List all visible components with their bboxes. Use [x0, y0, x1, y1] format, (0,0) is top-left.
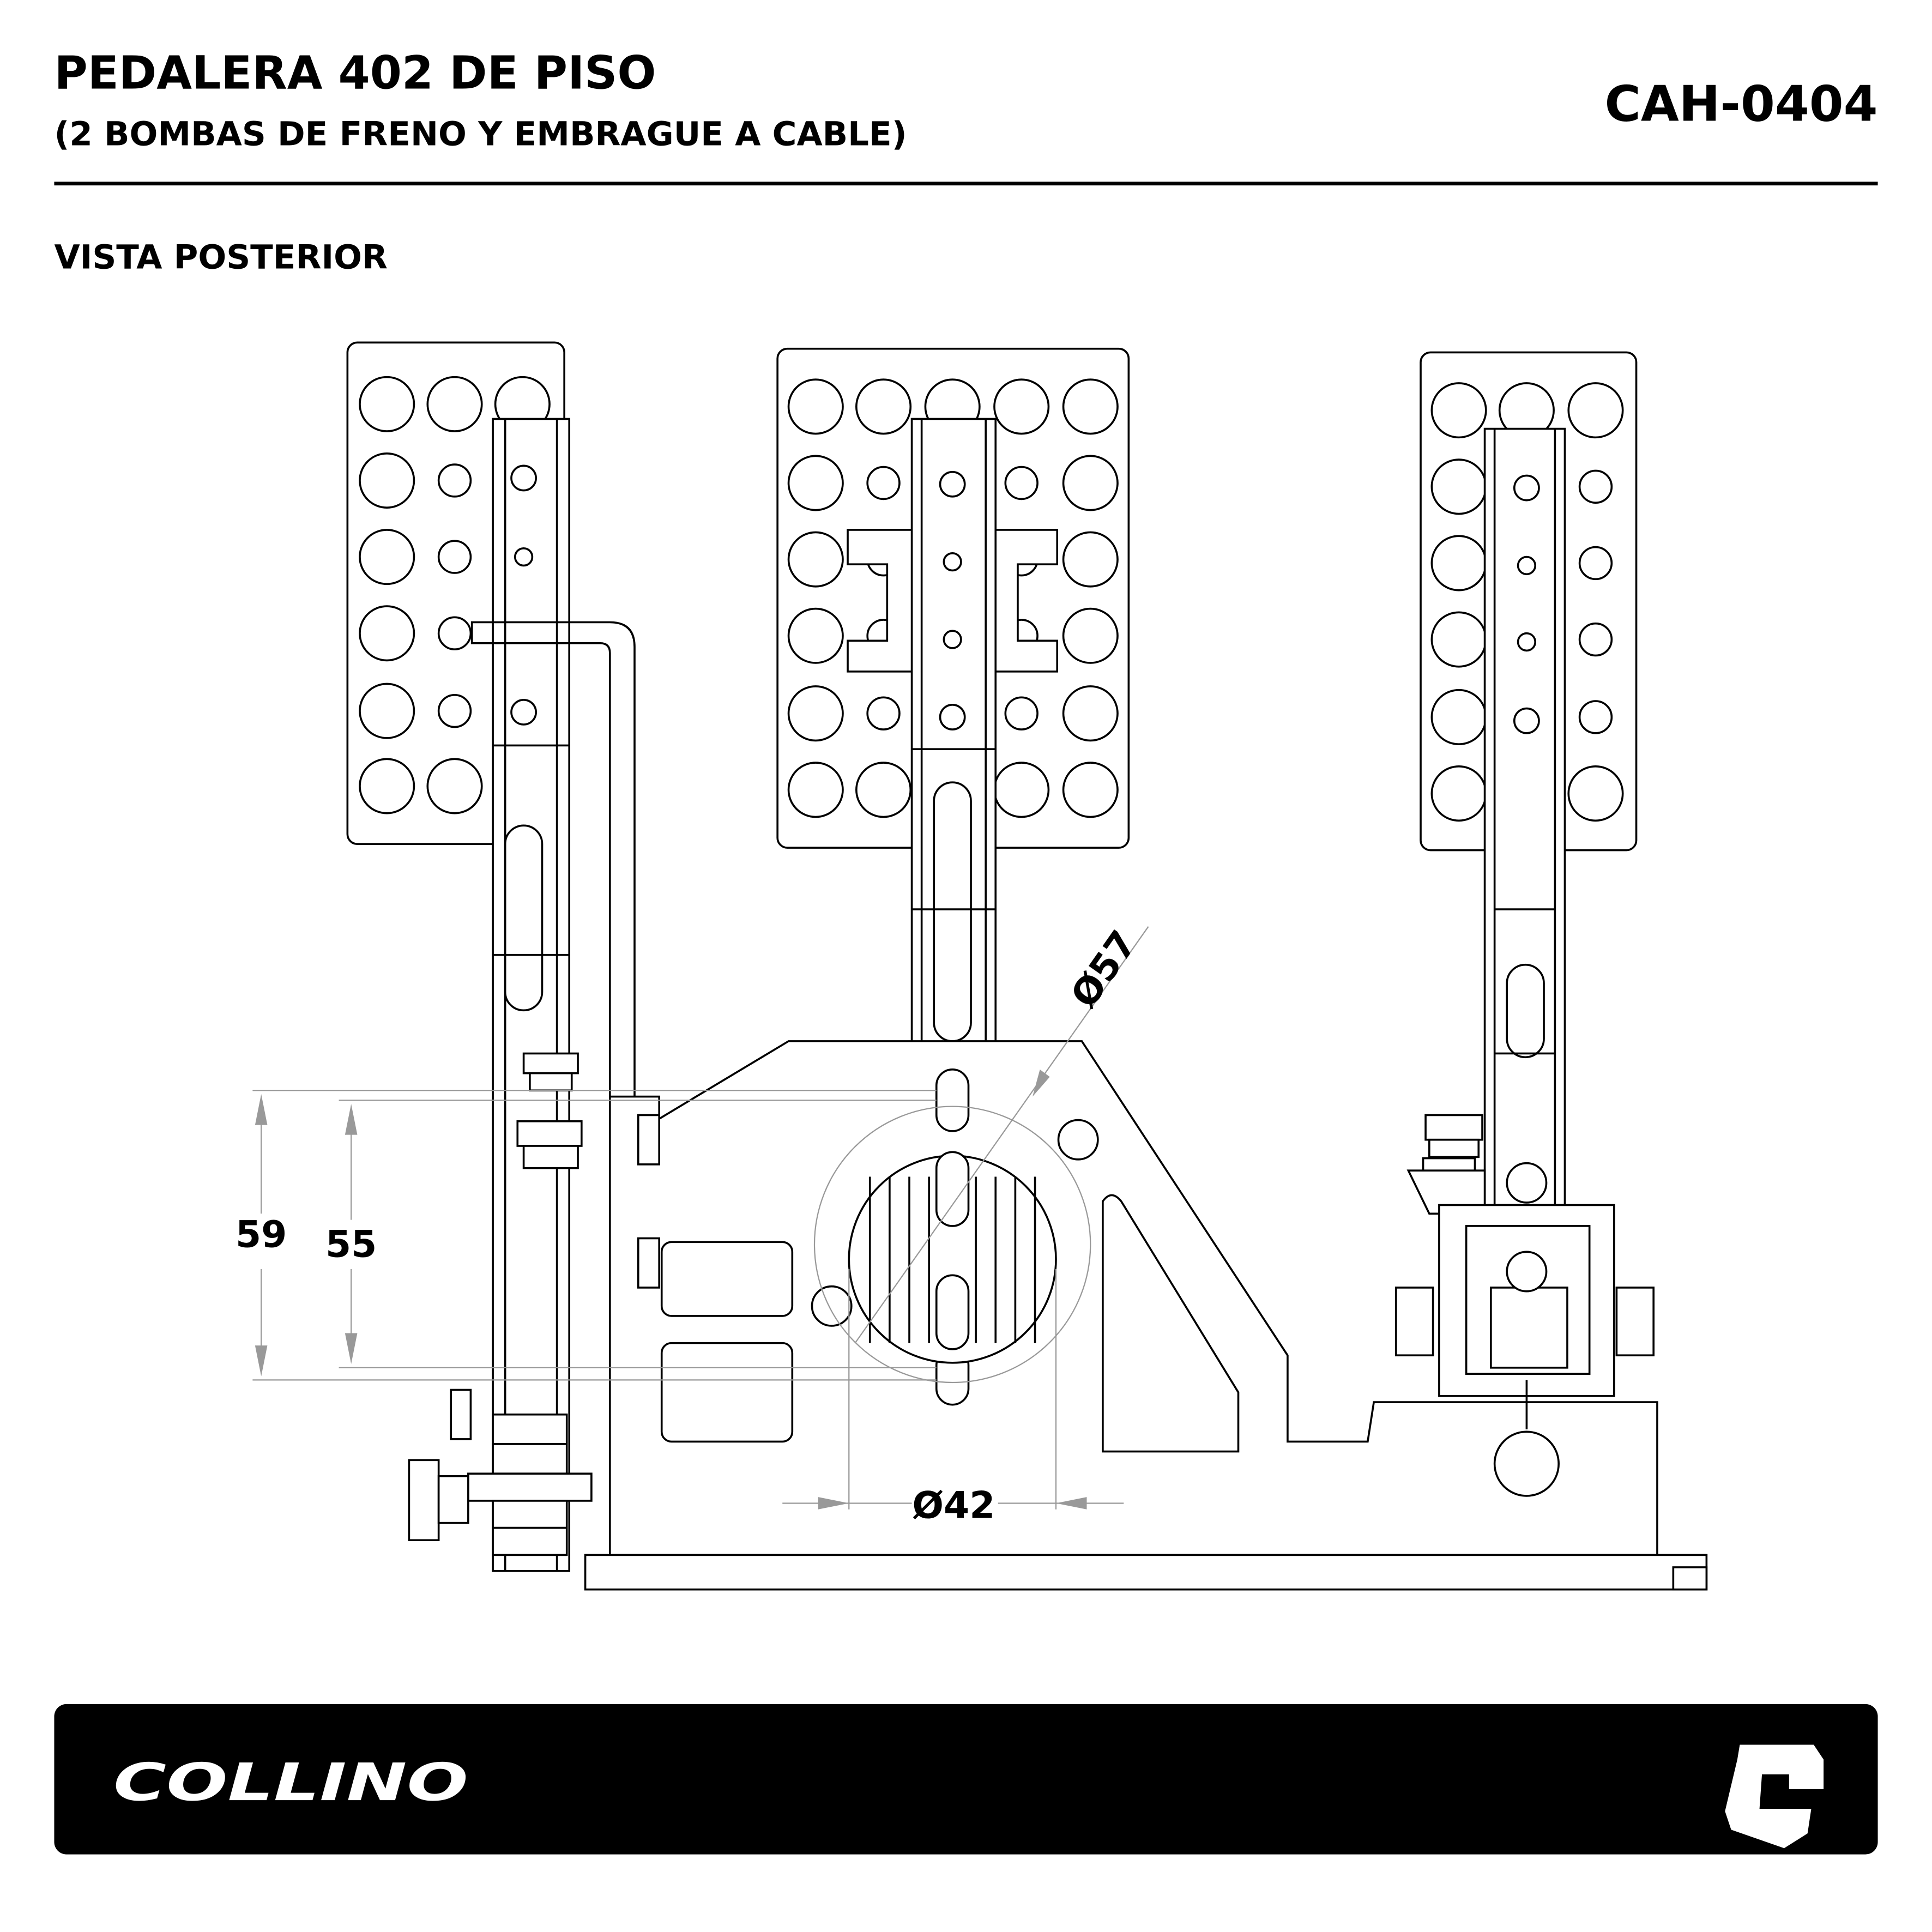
pad-hole — [1567, 382, 1624, 439]
pad-hole — [855, 378, 912, 435]
pad-hole — [866, 466, 901, 500]
dim-height-59: 59 — [236, 1212, 287, 1255]
pad-hole — [787, 762, 844, 818]
pad-hole — [359, 758, 415, 814]
page-title: PEDALERA 402 DE PISO — [54, 46, 656, 100]
pad-hole — [437, 463, 472, 498]
base-tab — [1672, 1566, 1708, 1591]
pad-hole — [866, 696, 901, 730]
pad-hole — [1578, 469, 1613, 504]
pad-hole — [993, 762, 1050, 818]
pad-hole — [359, 605, 415, 662]
throttle-pivot-hardware — [1395, 1114, 1655, 1497]
pad-hole — [1004, 466, 1039, 500]
pad-hole — [1062, 607, 1119, 664]
dimension-lines — [252, 926, 1149, 1510]
pad-hole — [1430, 458, 1487, 515]
clutch-pedal-arm — [470, 418, 636, 1572]
pad-hole — [787, 455, 844, 511]
dim-height-55: 55 — [325, 1222, 377, 1265]
pad-hole — [359, 376, 415, 432]
pad-hole — [426, 376, 483, 432]
pad-hole — [1062, 455, 1119, 511]
pad-hole — [359, 529, 415, 585]
pad-hole — [1430, 611, 1487, 668]
pad-hole — [993, 378, 1050, 435]
base-plate — [584, 1554, 1708, 1591]
pedal-box-housing — [608, 1040, 1658, 1556]
pad-hole — [787, 378, 844, 435]
housing-triangle-cutout — [1102, 1194, 1240, 1453]
pad-hole — [359, 683, 415, 739]
pad-hole — [1062, 762, 1119, 818]
dim-inner-diameter: Ø42 — [912, 1484, 995, 1527]
pad-hole — [437, 540, 472, 574]
part-code: CAH-0404 — [1605, 76, 1878, 133]
pad-hole — [1004, 696, 1039, 730]
clutch-pivot-hardware — [408, 1052, 593, 1556]
master-cylinder-bore-outer — [813, 1106, 1091, 1384]
view-label: VISTA POSTERIOR — [54, 238, 388, 277]
brand-c-logo-icon — [1725, 1744, 1824, 1849]
pad-hole — [1567, 765, 1624, 822]
pad-hole — [1578, 546, 1613, 581]
pad-hole — [437, 693, 472, 728]
pad-hole — [1578, 700, 1613, 734]
pad-hole — [1062, 378, 1119, 435]
housing-window-2 — [660, 1342, 794, 1443]
pad-hole — [1062, 685, 1119, 742]
pad-hole — [1430, 765, 1487, 822]
throttle-pedal-arm — [1483, 427, 1566, 1206]
pad-hole — [359, 452, 415, 509]
footer-bar — [54, 1704, 1878, 1855]
pad-hole — [787, 531, 844, 588]
pad-hole — [787, 685, 844, 742]
pad-hole — [1430, 689, 1487, 745]
pad-hole — [787, 607, 844, 664]
pad-hole — [1578, 622, 1613, 657]
pad-hole — [426, 758, 483, 814]
dim-outer-diameter: Ø57 — [1062, 923, 1145, 1016]
pad-hole — [1430, 382, 1487, 439]
pad-hole — [437, 616, 472, 650]
brake-pedal-arm — [910, 418, 997, 1048]
brand-logo: COLLINO — [113, 1753, 468, 1813]
pad-hole — [855, 762, 912, 818]
bore-pedal-ribs — [868, 1176, 1036, 1343]
page-subtitle: (2 BOMBAS DE FRENO Y EMBRAGUE A CABLE) — [54, 115, 907, 154]
housing-window-1 — [660, 1241, 794, 1317]
pad-hole — [1430, 535, 1487, 591]
pad-hole — [1062, 531, 1119, 588]
